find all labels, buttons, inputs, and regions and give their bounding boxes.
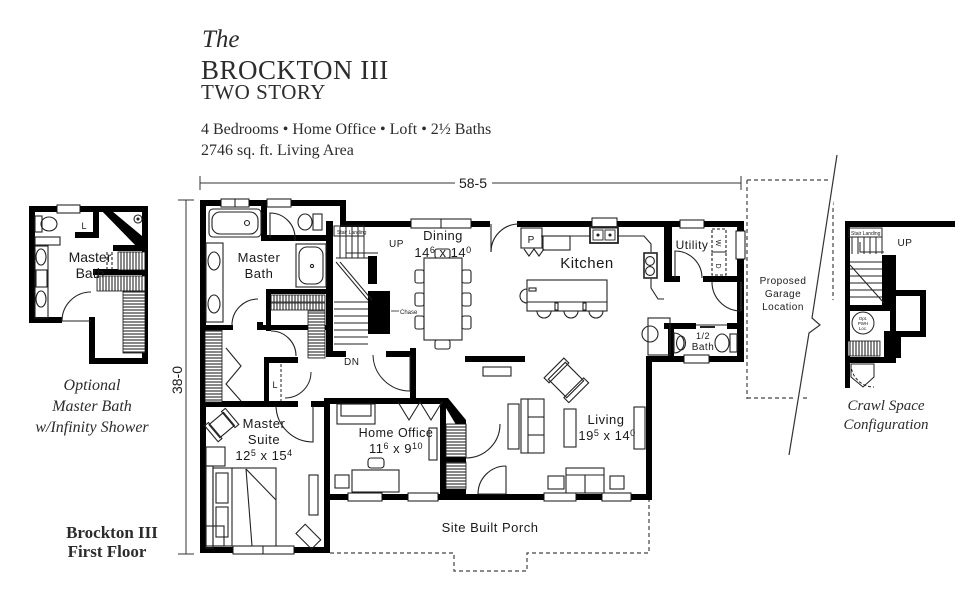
svg-text:Chase: Chase [400, 310, 418, 316]
svg-text:Site Built Porch: Site Built Porch [442, 520, 539, 535]
svg-text:Proposed: Proposed [760, 276, 807, 287]
svg-text:4 Bedrooms • Home Office • Lof: 4 Bedrooms • Home Office • Loft • 2½ Bat… [201, 121, 491, 138]
svg-text:PWH: PWH [858, 321, 869, 326]
svg-text:195 x 140: 195 x 140 [578, 428, 635, 443]
svg-text:BROCKTON III: BROCKTON III [201, 55, 389, 85]
svg-text:Master: Master [238, 250, 281, 265]
svg-text:Stair Landing: Stair Landing [337, 230, 367, 236]
svg-text:Location: Location [762, 302, 804, 313]
svg-text:W: W [714, 240, 721, 247]
svg-text:Master: Master [69, 249, 112, 265]
svg-text:Master: Master [243, 416, 286, 431]
svg-text:Optional: Optional [64, 377, 121, 394]
svg-text:Brockton III: Brockton III [66, 523, 158, 542]
svg-text:Garage: Garage [765, 289, 801, 300]
svg-text:L: L [272, 380, 277, 390]
svg-text:Configuration: Configuration [843, 417, 928, 433]
svg-text:UP: UP [389, 239, 404, 250]
svg-text:Stair Landing: Stair Landing [851, 231, 881, 237]
svg-text:D: D [714, 263, 721, 268]
svg-text:Crawl Space: Crawl Space [847, 398, 924, 414]
svg-text:Suite: Suite [248, 432, 280, 447]
svg-text:w/Infinity Shower: w/Infinity Shower [35, 419, 149, 436]
svg-text:38-0: 38-0 [169, 366, 185, 394]
svg-text:Home Office: Home Office [359, 426, 434, 440]
svg-text:Bath: Bath [692, 342, 715, 353]
svg-text:116 x 910: 116 x 910 [369, 441, 423, 456]
svg-text:Utility: Utility [676, 238, 709, 252]
svg-text:The: The [202, 26, 240, 53]
svg-text:Master Bath: Master Bath [51, 398, 132, 415]
svg-text:Bath: Bath [245, 266, 274, 281]
svg-text:Bath: Bath [76, 265, 105, 281]
svg-text:Living: Living [588, 412, 625, 427]
svg-text:125 x 154: 125 x 154 [235, 448, 292, 463]
svg-text:UP: UP [898, 238, 913, 249]
svg-text:DN: DN [344, 357, 359, 368]
svg-text:Loc.: Loc. [859, 326, 868, 331]
svg-text:Dining: Dining [423, 228, 463, 243]
svg-text:Opt.: Opt. [859, 316, 868, 321]
svg-text:P: P [528, 235, 535, 246]
svg-text:First Floor: First Floor [68, 542, 147, 561]
svg-text:1/2: 1/2 [696, 331, 710, 341]
svg-text:58-5: 58-5 [459, 175, 487, 191]
svg-text:L: L [81, 221, 86, 231]
svg-text:2746 sq. ft. Living Area: 2746 sq. ft. Living Area [201, 142, 354, 159]
svg-text:Kitchen: Kitchen [560, 255, 614, 272]
svg-text:TWO STORY: TWO STORY [201, 80, 326, 104]
